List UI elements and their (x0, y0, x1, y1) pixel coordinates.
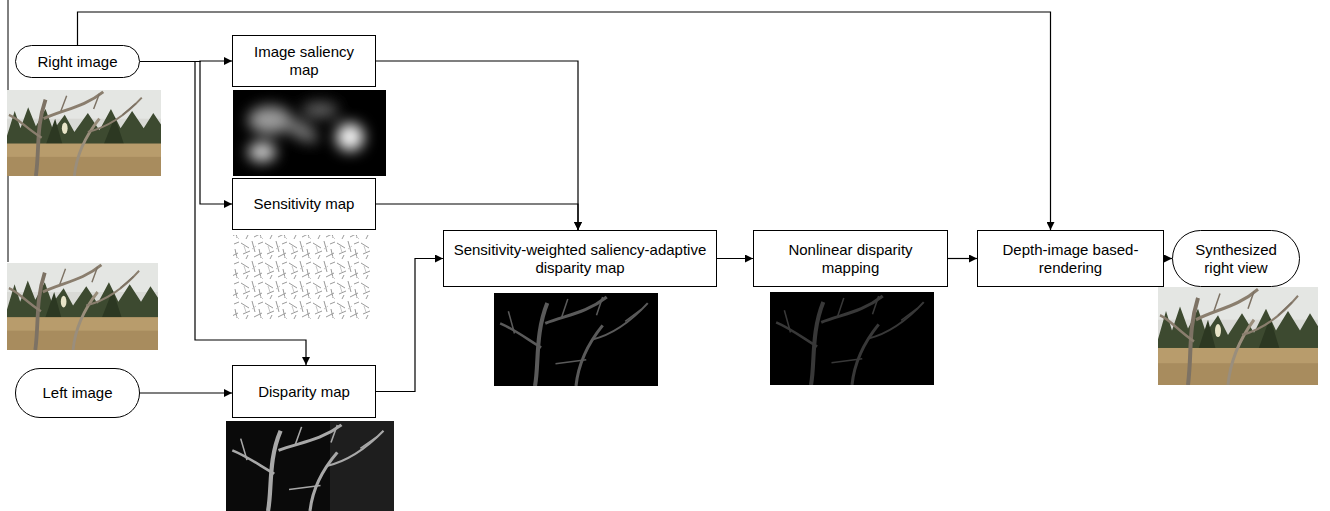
node-label: Sensitivity map (254, 195, 355, 213)
synthesized-photo (1158, 287, 1318, 385)
node-label: Depth-image based-rendering (986, 241, 1155, 277)
flow-arrow (376, 61, 578, 230)
flow-arrow (140, 62, 232, 205)
flow-arrow (376, 259, 443, 392)
input-terminal: Right image (15, 45, 140, 78)
nonlinear-disparity-image (770, 292, 934, 385)
node-label: Nonlinear disparity mapping (762, 241, 939, 277)
right-photo (7, 90, 161, 176)
process-box: Disparity map (232, 365, 376, 418)
input-terminal: Left image (15, 368, 140, 418)
left-photo (7, 263, 158, 350)
sensitivity-image (233, 235, 370, 321)
flow-arrow (717, 258, 753, 259)
node-label: Left image (42, 384, 112, 402)
node-label: Sensitivity-weighted saliency-adaptive d… (452, 241, 708, 277)
flow-arrow (78, 12, 1051, 230)
flow-arrow (140, 392, 232, 393)
flow-arrow (948, 258, 977, 259)
node-label: Right image (37, 53, 117, 71)
node-label: Image saliency map (241, 43, 367, 79)
node-label: Disparity map (258, 383, 350, 401)
process-box: Nonlinear disparity mapping (753, 230, 948, 287)
disparity-image (226, 421, 394, 511)
process-box: Sensitivity-weighted saliency-adaptive d… (443, 230, 717, 287)
output-terminal: Synthesized right view (1172, 230, 1300, 287)
node-label: Synthesized right view (1187, 241, 1285, 277)
flow-arrow (376, 204, 578, 230)
process-box: Depth-image based-rendering (977, 230, 1164, 287)
flow-arrow (1164, 258, 1172, 259)
process-box: Sensitivity map (232, 178, 376, 230)
weighted-disparity-image (494, 293, 658, 386)
saliency-image (233, 90, 386, 176)
process-box: Image saliency map (232, 35, 376, 87)
